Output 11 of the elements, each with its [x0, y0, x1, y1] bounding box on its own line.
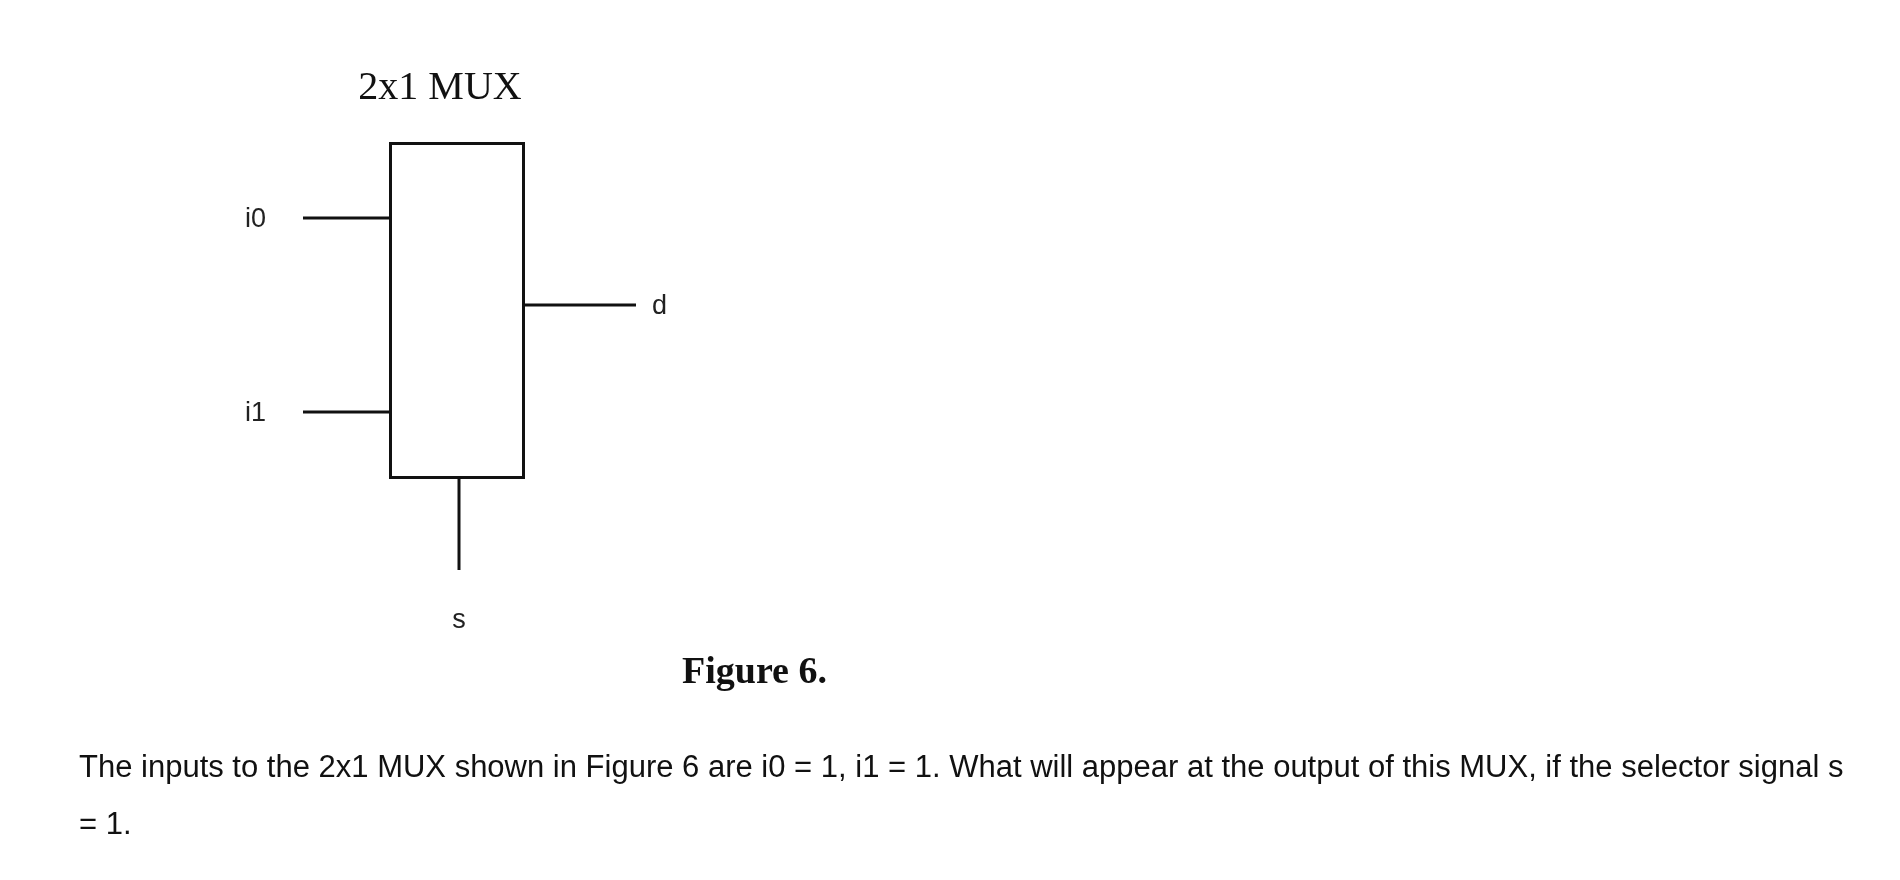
- wire: [525, 303, 636, 307]
- figure-caption: Figure 6.: [682, 648, 827, 692]
- pin-label: s: [440, 570, 478, 634]
- pin-label: i1: [245, 397, 303, 427]
- question-text: The inputs to the 2x1 MUX shown in Figure 6 are i0 = 1, i1 = 1. What will appear at the output of this MUX, if the selector signal s = 1.: [79, 748, 1845, 843]
- wire: [303, 410, 389, 414]
- block-title: 2x1 MUX: [357, 62, 523, 110]
- wire: [303, 216, 389, 220]
- wire: [457, 479, 461, 570]
- pin-label: i0: [245, 203, 303, 233]
- pin-label: d: [636, 290, 686, 320]
